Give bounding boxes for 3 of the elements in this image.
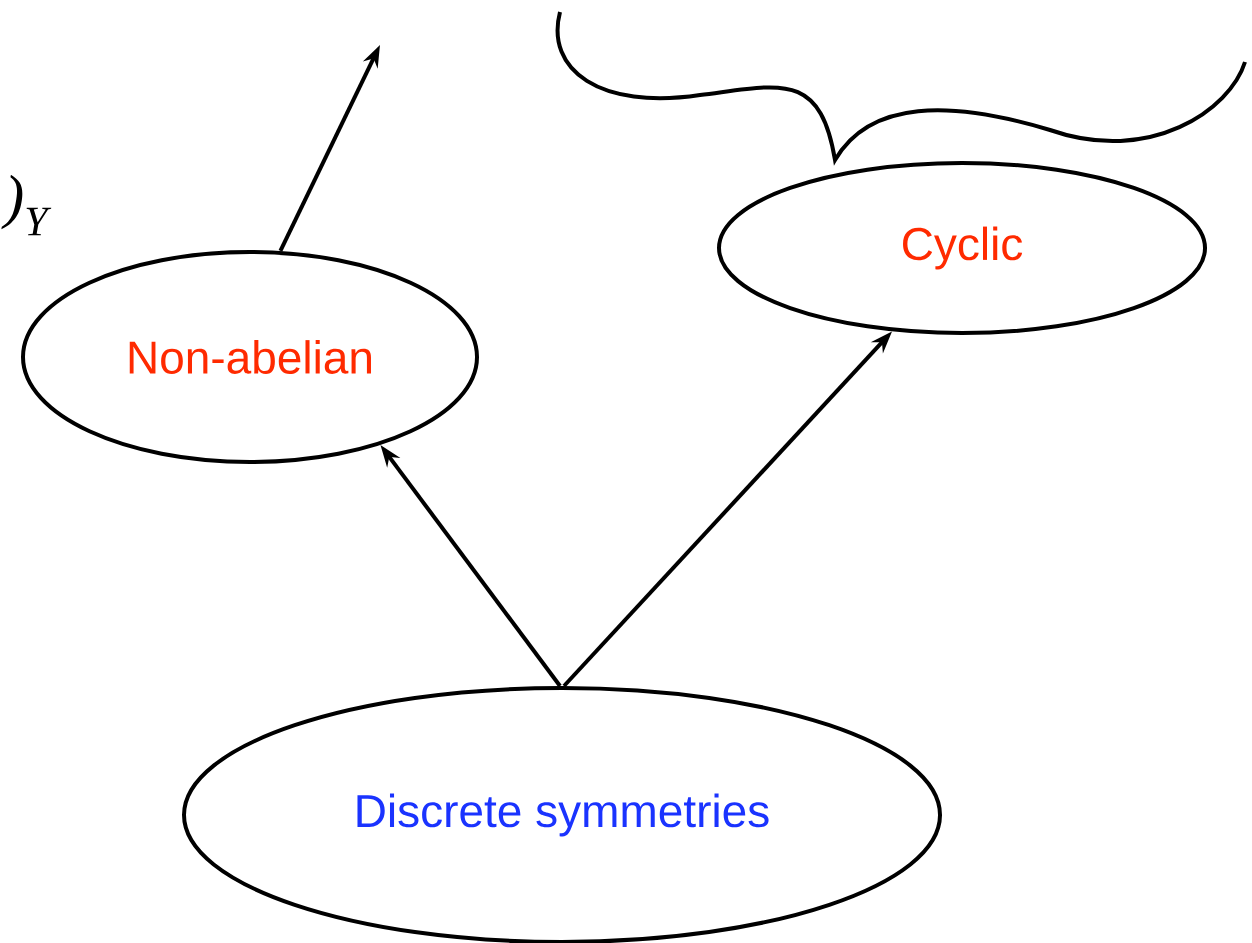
ellipse-node: Non-abelian (21, 250, 479, 464)
ellipse-node: Cyclic (717, 161, 1207, 335)
formula-fragment: )$_{Y}$ (1, 174, 52, 236)
